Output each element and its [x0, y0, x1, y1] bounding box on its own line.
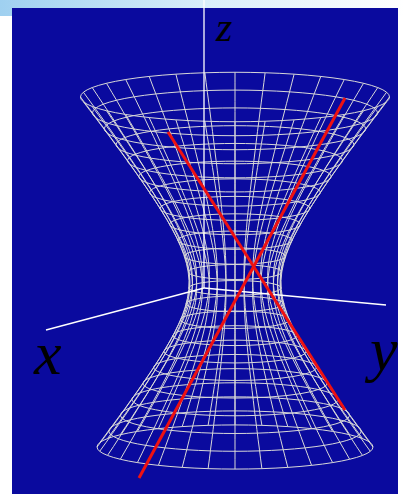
meridian: [278, 88, 378, 439]
wireframe: [80, 72, 389, 469]
meridian: [253, 74, 295, 426]
meridian: [235, 72, 236, 425]
meridian: [268, 80, 345, 432]
blue-panel: [12, 8, 398, 494]
ruling-lines: [139, 98, 345, 478]
meridian: [205, 73, 226, 426]
meridian: [280, 102, 386, 452]
meridian: [83, 92, 189, 443]
meridian: [107, 83, 197, 434]
meridian: [278, 107, 378, 456]
axis-label: x: [34, 322, 62, 384]
axis-label: y: [370, 318, 398, 380]
axes: [46, 0, 386, 330]
meridian: [273, 83, 363, 434]
meridian: [149, 76, 209, 428]
meridian: [92, 107, 192, 456]
meridian: [83, 102, 189, 452]
axis-label: z: [216, 6, 232, 48]
